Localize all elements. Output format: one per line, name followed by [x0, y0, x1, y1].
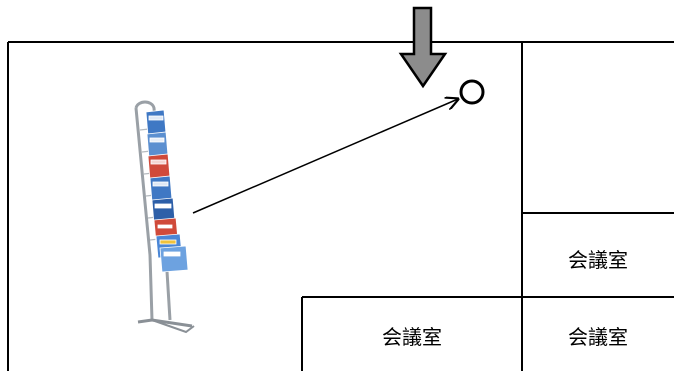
magazine-rack-icon [134, 100, 195, 334]
floor-outline [7, 41, 674, 371]
movement-arrow [192, 99, 458, 214]
meeting-room-label-upper-right: 会議室 [568, 248, 628, 272]
room-block [301, 42, 674, 371]
down-arrow-icon [398, 6, 448, 89]
meeting-room-label-lower-middle: 会議室 [382, 325, 442, 349]
circle-marker-icon [459, 79, 485, 105]
meeting-room-label-lower-right: 会議室 [568, 325, 628, 349]
